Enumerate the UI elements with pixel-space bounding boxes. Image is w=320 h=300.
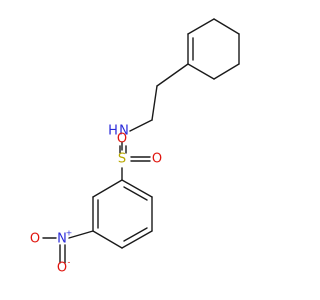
- chain-bond-ch2-n: [129, 119, 153, 132]
- chain-bond-ch2-ch2: [151, 85, 158, 121]
- ring-bond-c6-c1: [187, 63, 215, 80]
- sulfonyl-oxygen-top-label: O: [117, 132, 127, 147]
- sulfonyl-oxygen-right-label: O: [152, 152, 162, 167]
- nitro-nitrogen-charge-label: +: [66, 229, 73, 238]
- nitro-nitrogen-label: N: [57, 232, 67, 247]
- ring-bond-c2-c3: [187, 18, 215, 35]
- benzene-inner-bond-2: [123, 227, 148, 242]
- ring-bond-c3-c4: [213, 18, 240, 35]
- bond-layer: [42, 18, 240, 264]
- benzene-bond-3: [121, 230, 153, 249]
- benzene-bond-6: [92, 179, 123, 198]
- nitro-oxygen-left-label: O: [30, 232, 40, 247]
- nitro-oxygen-bottom-label: O: [57, 261, 67, 276]
- amine-nitrogen-label: N: [119, 124, 129, 139]
- bond-benzene-nitro-n: [68, 230, 94, 239]
- chain-bond-ring-ch2: [156, 63, 189, 87]
- molecule-structure-canvas: N H S O O N + O O -: [30, 18, 240, 276]
- benzene-bond-1: [121, 179, 153, 198]
- amine-hydrogen-label: H: [108, 124, 118, 139]
- nitro-oxygen-charge-label: -: [68, 258, 71, 267]
- sulfur-label: S: [118, 152, 126, 167]
- benzene-bond-4: [92, 230, 123, 249]
- benzene-inner-bond-1: [123, 186, 148, 201]
- ring-bond-c5-c6: [213, 63, 240, 80]
